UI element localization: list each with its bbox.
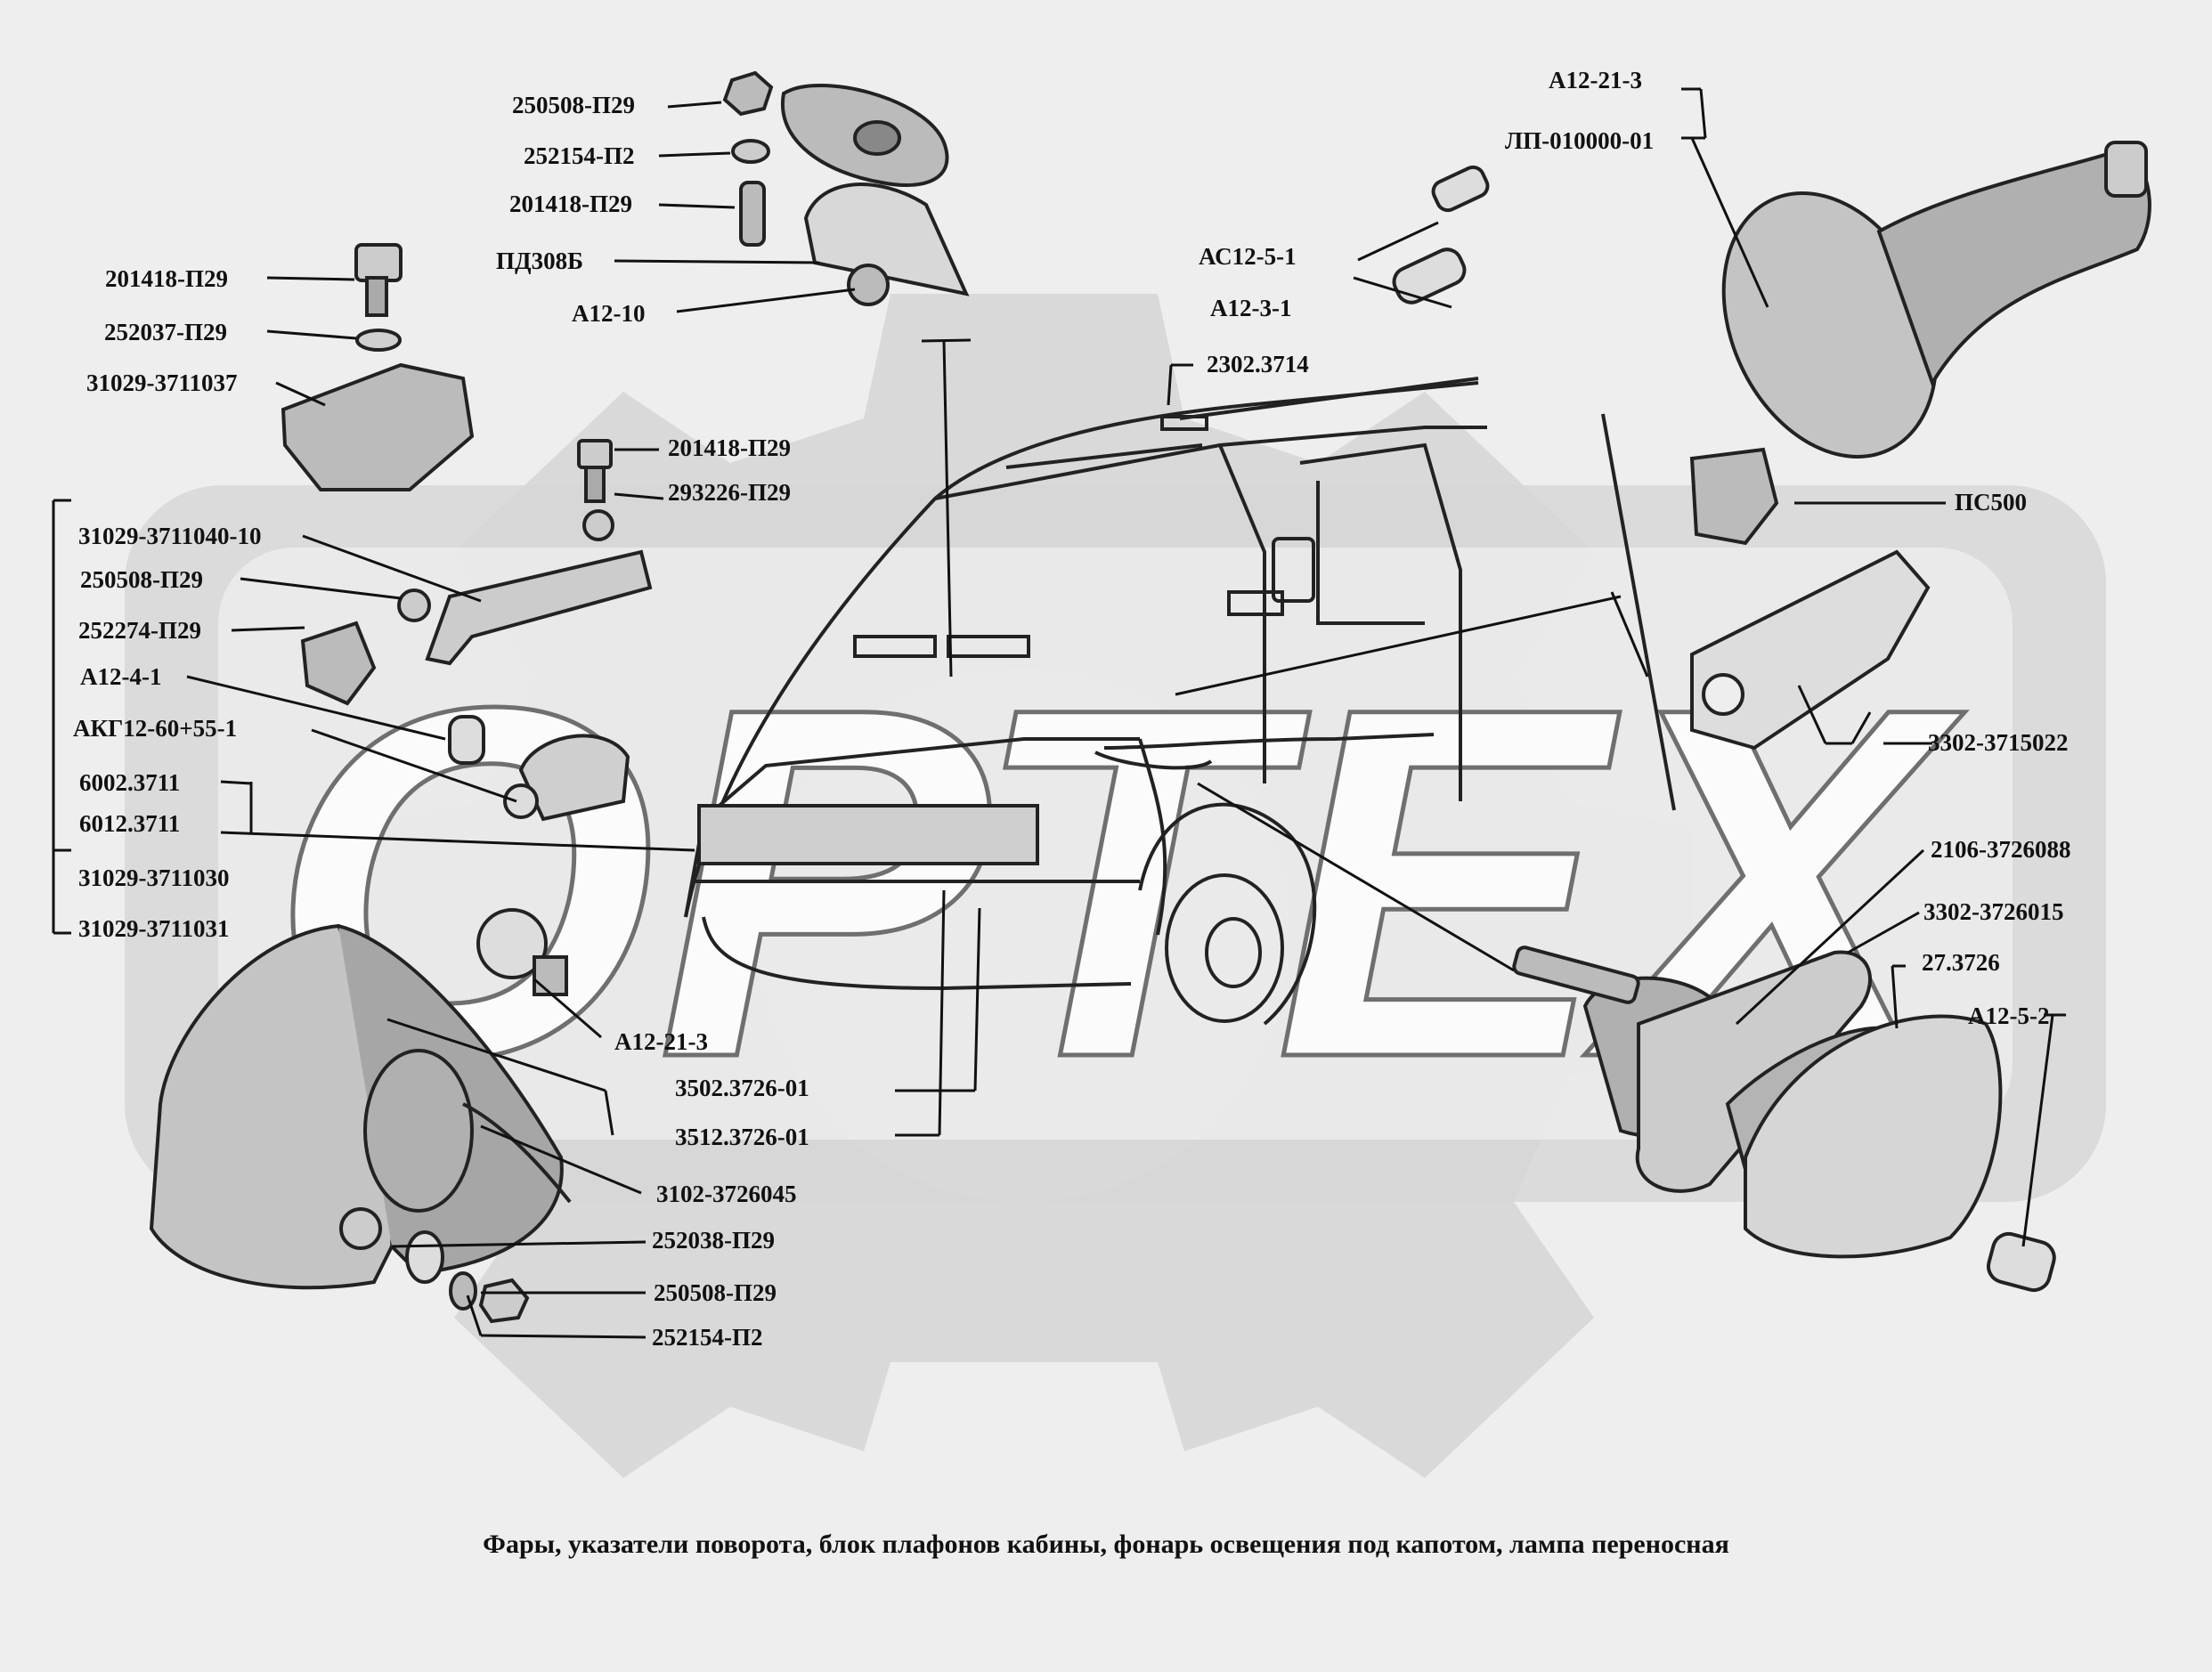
label-252038-p29: 252038-П29 xyxy=(652,1227,775,1254)
label-akg12-60-55-1: АКГ12-60+55-1 xyxy=(73,715,238,742)
label-250508-p29-top: 250508-П29 xyxy=(512,92,635,118)
label-293226-p29: 293226-П29 xyxy=(668,479,791,506)
label-a12-4-1: А12-4-1 xyxy=(80,663,162,690)
label-as12-5-1: АС12-5-1 xyxy=(1199,243,1297,270)
label-252274-p29: 252274-П29 xyxy=(78,617,201,644)
label-6002-3711: 6002.3711 xyxy=(79,769,181,796)
label-pd308b: ПД308Б xyxy=(496,248,583,274)
label-3102-3726045: 3102-3726045 xyxy=(656,1181,797,1207)
label-250508-p29-mid: 250508-П29 xyxy=(80,566,203,593)
label-250508-p29-bottom: 250508-П29 xyxy=(654,1279,777,1306)
label-27-3726: 27.3726 xyxy=(1922,949,2000,976)
part-illustrations xyxy=(149,70,2151,1324)
label-a12-21-3-left: А12-21-3 xyxy=(614,1028,708,1055)
leader-lines xyxy=(52,87,2066,1339)
label-lp-010000-01: ЛП-010000-01 xyxy=(1505,127,1655,154)
diagram-caption: Фары, указатели поворота, блок плафонов … xyxy=(483,1530,1729,1559)
label-201418-p29-top: 201418-П29 xyxy=(509,191,632,217)
label-31029-3711040-10: 31029-3711040-10 xyxy=(78,523,262,549)
label-252154-p2-top: 252154-П2 xyxy=(524,142,635,169)
label-3512-3726-01: 3512.3726-01 xyxy=(675,1124,809,1150)
label-6012-3711: 6012.3711 xyxy=(79,810,181,837)
label-252154-p2-bottom: 252154-П2 xyxy=(652,1324,763,1351)
label-2302-3714: 2302.3714 xyxy=(1207,351,1309,377)
label-31029-3711031: 31029-3711031 xyxy=(78,915,230,942)
label-201418-p29-left: 201418-П29 xyxy=(105,265,228,292)
label-a12-5-2: А12-5-2 xyxy=(1968,1002,2050,1029)
label-31029-3711037: 31029-3711037 xyxy=(86,369,238,396)
label-2106-3726088: 2106-3726088 xyxy=(1931,836,2071,863)
label-3302-3715022: 3302-3715022 xyxy=(1928,729,2069,756)
vehicle-outline xyxy=(684,377,1676,1026)
label-31029-3711030: 31029-3711030 xyxy=(78,864,230,891)
label-a12-3-1: А12-3-1 xyxy=(1210,295,1292,321)
label-a12-10: А12-10 xyxy=(572,300,646,327)
label-201418-p29-mid: 201418-П29 xyxy=(668,434,791,461)
label-a12-21-3-top: А12-21-3 xyxy=(1549,67,1642,93)
label-252037-p29: 252037-П29 xyxy=(104,319,227,345)
label-3302-3726015: 3302-3726015 xyxy=(1923,898,2064,925)
label-ps500: ПС500 xyxy=(1955,489,2027,515)
label-3502-3726-01: 3502.3726-01 xyxy=(675,1075,809,1101)
